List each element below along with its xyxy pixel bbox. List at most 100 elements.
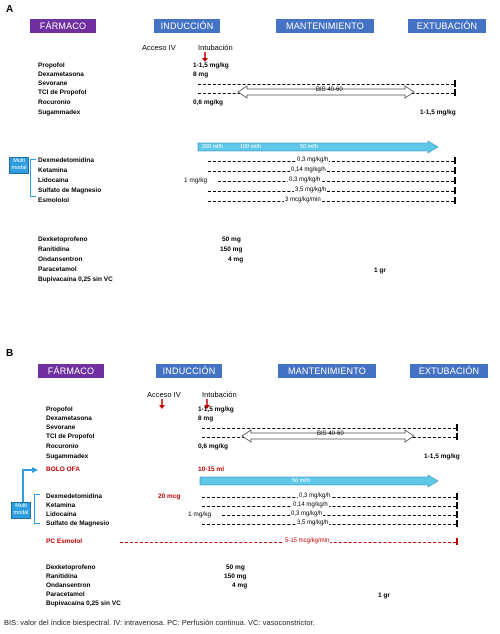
mm-tick-2 [456,511,458,518]
pc-esmolol-tick [456,538,458,545]
intubacion-label: Intubación [202,390,237,399]
end-drug-ondansentron: Ondansentron [46,582,91,589]
end-dose-paracetamol: 1 gr [374,267,386,274]
acceso-arrow-icon [159,399,165,409]
infusion-arrow [197,140,439,154]
infusion-rate: 50 ml/h [292,478,311,484]
sevorane-line [202,428,456,429]
end-dose-ondansentron: 4 mg [232,582,248,589]
mm-tick-0 [456,493,458,500]
acceso-iv-label: Acceso IV [142,43,176,52]
mm-drug-lidocaina: Lidocaína [46,511,77,518]
header-mantenimiento: MANTENIMIENTO [278,364,376,378]
header-extubacion: EXTUBACIÓN [408,19,486,33]
pc-esmolol-label: PC Esmolol [46,538,83,545]
end-drug-ranitidina: Ranitidina [46,573,78,580]
tci-end-tick [456,433,458,440]
mm-dose-0: 0,3 mg/kg/h [298,493,332,500]
mm-tick-4 [454,197,456,204]
drug-rocuronio: Rocuronio [46,443,79,450]
dose-rocuronio: 0,6 mg/kg [193,99,223,106]
end-drug-ondansentron: Ondansentron [38,256,83,263]
infusion-rate-3: 50 ml/h [300,144,319,150]
end-drug-paracetamol: Paracetamol [38,266,77,273]
dose-dexametasona: 8 mg [198,415,214,422]
mm-drug-ketamina: Ketamina [46,502,76,509]
bis-label: BIS 40-60 [317,431,344,437]
mm-line-1 [208,171,454,172]
mm-drug-sulfato-magnesio: Sulfato de Magnesio [38,187,102,194]
header-farmaco: FÁRMACO [30,19,96,33]
end-drug-ranitidina: Ranitidina [38,246,70,253]
drug-propofol: Propofol [46,406,73,413]
drug-tci-propofol: TCI de Propofol [46,433,95,440]
dose-sugammadex: 1-1,5 mg/kg [420,109,456,116]
header-induccion: INDUCCIÓN [156,364,222,378]
drug-dexametasona: Dexametasona [38,71,84,78]
drug-rocuronio: Rocuronio [38,99,71,106]
end-dose-ranitidina: 150 mg [224,573,247,580]
infusion-arrow [199,474,439,488]
mm-drug-esmolol: Esmololol [38,197,70,204]
infusion-rate-2: 100 ml/h [240,144,262,150]
multimodal-box: Multi modal [11,502,31,519]
bolo-ofa-dose: 10-15 ml [198,466,225,473]
mm-dose-4: 3 mcg/kg/min [284,197,322,204]
lidocaina-bolus: 1 mg/kg [188,511,212,518]
mm-tick-0 [454,157,456,164]
mm-tick-3 [454,187,456,194]
bis-double-arrow [237,85,415,99]
sevorane-end-tick [454,80,456,87]
intubacion-label: Intubación [198,43,233,52]
end-drug-dexketoprofeno: Dexketoprofeno [46,564,96,571]
mm-dose-2: 0,3 mg/kg/h [288,177,322,184]
mm-tick-3 [456,520,458,527]
end-drug-paracetamol: Paracetamol [46,591,85,598]
mm-line-2 [218,181,454,182]
infusion-rate-1: 200 ml/h [202,144,224,150]
dose-propofol: 1-1,5 mg/kg [198,406,234,413]
drug-propofol: Propofol [38,62,65,69]
dose-dexametasona: 8 mg [193,71,209,78]
mm-drug-ketamina: Ketamina [38,167,68,174]
end-dose-ranitidina: 150 mg [220,246,243,253]
mm-dose-1: 0,14 mg/kg/h [292,502,329,509]
multimodal-bracket [34,494,40,524]
mm-dose-3: 3,5 mg/kg/h [294,187,328,194]
mm-drug-dexmedetomidina: Dexmedetomidina [46,493,102,500]
header-extubacion: EXTUBACIÓN [410,364,488,378]
intubation-arrow-icon [204,399,210,409]
end-dose-dexketoprofeno: 50 mg [222,236,241,243]
bolo-ofa-label: BOLO OFA [46,466,80,473]
dose-propofol: 1-1,5 mg/kg [193,62,229,69]
multimodal-connector [22,467,38,505]
tci-end-tick [454,89,456,96]
panel-b: B FÁRMACO INDUCCIÓN MANTENIMIENTO EXTUBA… [0,342,500,614]
end-drug-bupivacaina: Bupivacaína 0,25 sin VC [38,276,113,283]
mm-line-1 [202,506,456,507]
header-mantenimiento: MANTENIMIENTO [276,19,374,33]
bis-label: BIS 40-60 [316,87,343,93]
dexmed-bolus: 20 mcg [158,493,181,500]
lidocaina-bolus: 1 mg/kg [184,177,208,184]
mm-tick-2 [454,177,456,184]
header-farmaco: FÁRMACO [38,364,104,378]
drug-sugammadex: Sugammadex [46,453,89,460]
mm-line-0 [208,161,454,162]
drug-sugammadex: Sugammadex [38,109,81,116]
multimodal-bracket [30,159,36,197]
mm-line-4 [208,201,454,202]
mm-dose-0: 0,3 mg/kg/h [296,157,330,164]
dose-rocuronio: 0,6 mg/kg [198,443,228,450]
sevorane-end-tick [456,424,458,431]
mm-dose-2: 0,3 mg/kg/h [290,511,324,518]
sevorane-line [198,84,454,85]
mm-dose-1: 0,14 mg/kg/h [290,167,327,174]
header-induccion: INDUCCIÓN [154,19,220,33]
panel-label: B [6,348,14,359]
drug-sevorane: Sevorane [38,80,68,87]
mm-drug-dexmedetomidina: Dexmedetomidina [38,157,94,164]
end-dose-ondansentron: 4 mg [228,256,244,263]
bis-double-arrow [241,429,415,443]
drug-dexametasona: Dexametasona [46,415,92,422]
